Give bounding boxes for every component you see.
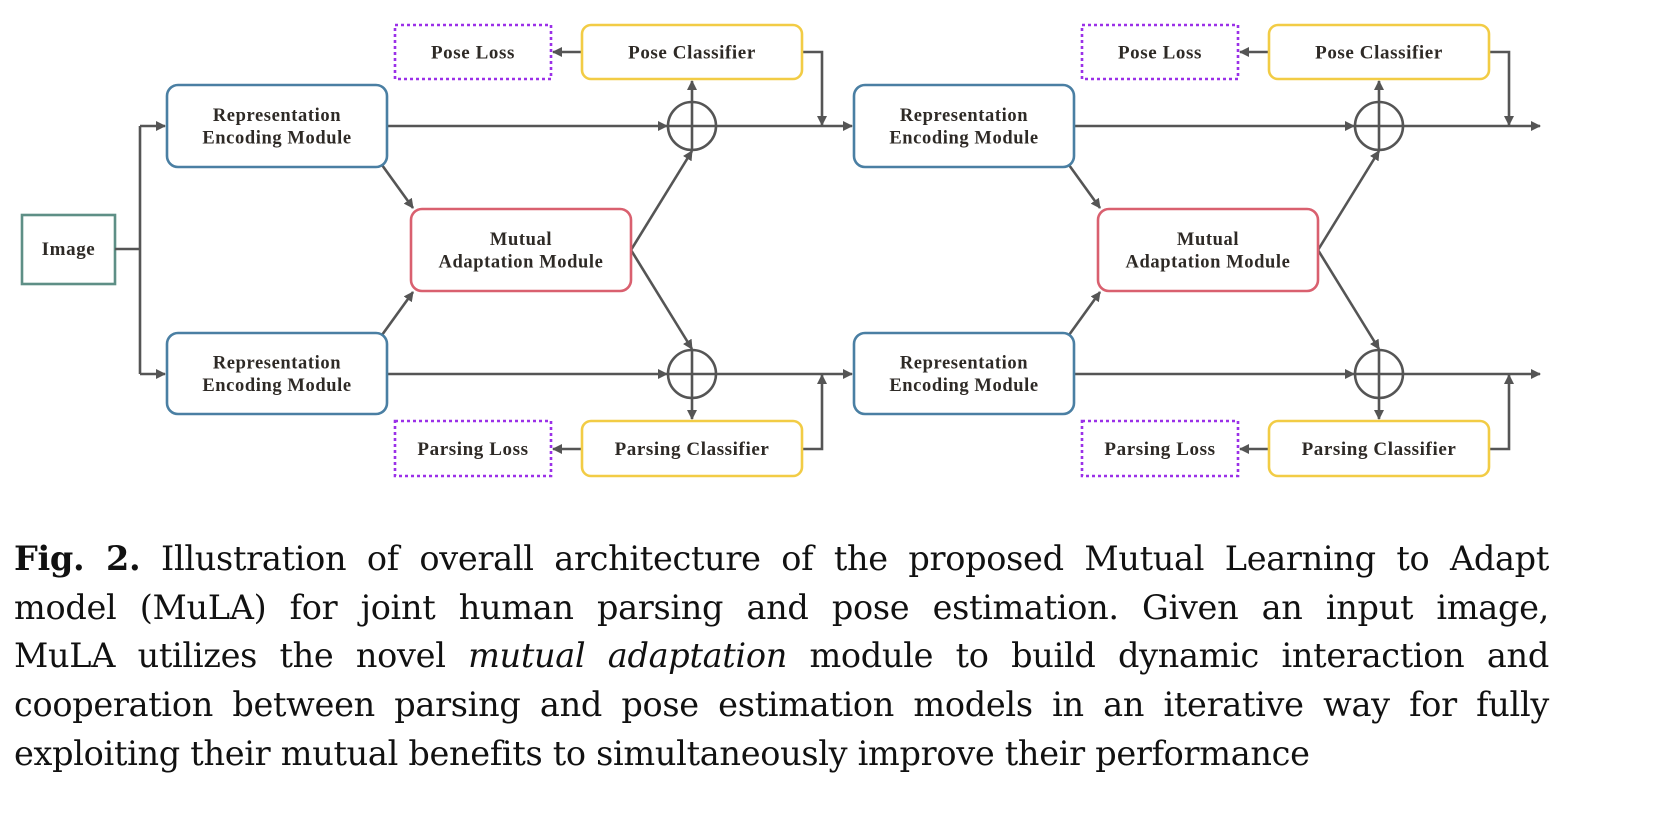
mutual-to-fusion-arrow-top <box>629 150 694 251</box>
parsing-classifier-node-frame <box>580 419 804 478</box>
mutual-to-fusion-arrow-bottom <box>1316 249 1381 350</box>
mutual-adaptation-module-line: Mutual <box>1177 230 1239 250</box>
pose-classifier-node-frame <box>580 23 804 81</box>
representation-encoding-module-top-line: Encoding Module <box>202 129 351 149</box>
parsing-loss-node-line: Parsing Loss <box>417 439 528 460</box>
mutual-adaptation-module-frame <box>1096 207 1320 293</box>
caption-text: MuLA utilizes the novel <box>14 636 469 676</box>
encoder-to-mutual-arrow-top <box>1067 164 1102 209</box>
parsing-loss-node-frame <box>1080 419 1240 478</box>
pose-loss-node-frame <box>393 23 553 81</box>
representation-encoding-module-top-line: Representation <box>213 106 341 126</box>
representation-encoding-module-bottom-frame <box>852 331 1076 416</box>
fusion-node-top <box>666 100 718 152</box>
pose-classifier-node-line: Pose Classifier <box>628 42 756 63</box>
parsing-loss-node: Parsing Loss <box>1080 419 1240 478</box>
mutual-adaptation-module-line: Adaptation Module <box>1126 253 1291 273</box>
caption-text: Illustration of overall architecture of … <box>140 539 1549 578</box>
pose-loss-node-line: Pose Loss <box>1118 42 1202 63</box>
figure-caption: Fig. 2. Illustration of overall architec… <box>14 535 1549 779</box>
pose-classifier-node-frame <box>1267 23 1491 81</box>
mutual-adaptation-module-line: Adaptation Module <box>439 253 604 273</box>
pose-loss-node: Pose Loss <box>1080 23 1240 81</box>
fusion-node-bottom <box>1353 348 1405 400</box>
representation-encoding-module-bottom-line: Representation <box>213 354 341 374</box>
pose-classifier-node-line: Pose Classifier <box>1315 42 1443 63</box>
mutual-adaptation-module-frame <box>409 207 633 293</box>
caption-line-1: Fig. 2. Illustration of overall architec… <box>14 535 1549 584</box>
representation-encoding-module-top-line: Representation <box>900 106 1028 126</box>
representation-encoding-module-bottom-line: Representation <box>900 354 1028 374</box>
caption-line-2: model (MuLA) for joint human parsing and… <box>14 587 1549 627</box>
parsing-classifier-node: Parsing Classifier <box>580 419 804 478</box>
parsing-classifier-feedback-arrow <box>802 374 827 451</box>
representation-encoding-module-bottom-line: Encoding Module <box>202 376 351 396</box>
representation-encoding-module-bottom-line: Encoding Module <box>889 376 1038 396</box>
pose-classifier-node: Pose Classifier <box>580 23 804 81</box>
pose-loss-node: Pose Loss <box>393 23 553 81</box>
caption-line-3: MuLA utilizes the novel mutual adaptatio… <box>14 632 1549 681</box>
caption-line-5: exploiting their mutual benefits to simu… <box>14 733 1310 773</box>
input-split-connector <box>115 121 166 379</box>
pose-loss-node-line: Pose Loss <box>431 42 515 63</box>
parsing-classifier-node-line: Parsing Classifier <box>1302 439 1457 460</box>
caption-emphasis: mutual adaptation <box>468 636 787 676</box>
representation-encoding-module-top-frame <box>165 83 389 169</box>
mutual-adaptation-module-line: Mutual <box>490 230 552 250</box>
mutual-to-fusion-arrow-top <box>1316 150 1381 251</box>
representation-encoding-module-top-line: Encoding Module <box>889 129 1038 149</box>
input-image-node: Image <box>20 213 117 286</box>
pose-classifier-feedback-arrow <box>802 50 827 126</box>
pose-classifier-feedback-arrow <box>1489 50 1514 126</box>
fusion-node-bottom <box>666 348 718 400</box>
parsing-classifier-feedback-arrow <box>1489 374 1514 451</box>
pose-classifier-node: Pose Classifier <box>1267 23 1491 81</box>
encoder-to-mutual-arrow-top <box>380 164 415 209</box>
parsing-loss-node-line: Parsing Loss <box>1104 439 1215 460</box>
representation-encoding-module-top-frame <box>852 83 1076 169</box>
caption-line-4: cooperation between parsing and pose est… <box>14 685 1549 725</box>
parsing-classifier-node-line: Parsing Classifier <box>615 439 770 460</box>
mutual-to-fusion-arrow-bottom <box>629 249 694 350</box>
parsing-classifier-node-frame <box>1267 419 1491 478</box>
caption-text: module to build dynamic interaction and <box>787 636 1549 676</box>
representation-encoding-module-bottom-frame <box>165 331 389 416</box>
encoder-to-mutual-arrow-bottom <box>1067 291 1102 336</box>
parsing-loss-node-frame <box>393 419 553 478</box>
fusion-node-top <box>1353 100 1405 152</box>
figure-label: Fig. 2. <box>14 539 141 578</box>
input-image-label: Image <box>42 239 96 260</box>
parsing-loss-node: Parsing Loss <box>393 419 553 478</box>
pose-loss-node-frame <box>1080 23 1240 81</box>
encoder-to-mutual-arrow-bottom <box>380 291 415 336</box>
parsing-classifier-node: Parsing Classifier <box>1267 419 1491 478</box>
